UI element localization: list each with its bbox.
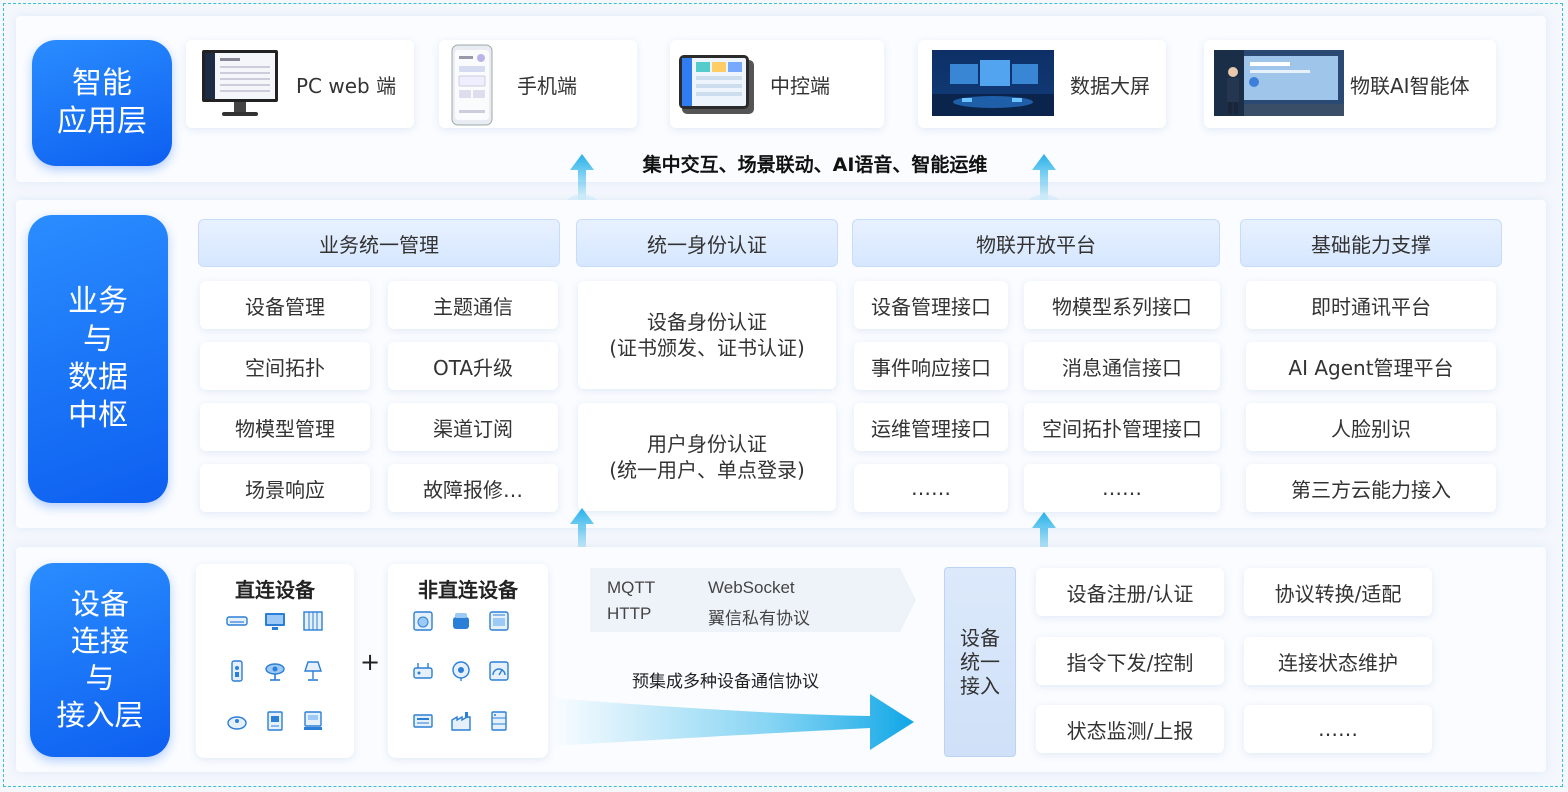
- iot-item: ……: [1024, 464, 1220, 512]
- base-item: 即时通讯平台: [1246, 281, 1496, 329]
- gauge-icon: [489, 661, 509, 681]
- robot-vacuum-icon: [227, 716, 247, 730]
- oven-icon: [489, 611, 509, 631]
- up-arrow-icon: [560, 154, 604, 206]
- app-label-ai-agent: 物联AI智能体: [1350, 73, 1470, 98]
- indirect-devices-panel: 非直连设备: [388, 564, 548, 758]
- server-icon: [491, 711, 507, 731]
- identity-item-user: 用户身份认证 (统一用户、单点登录): [578, 403, 836, 511]
- access-feature: 连接状态维护: [1244, 637, 1432, 685]
- application-caption: 集中交互、场景联动、AI语音、智能运维: [642, 154, 988, 176]
- curtain-icon: [303, 611, 323, 631]
- hvac-unit-icon: [413, 714, 433, 728]
- sensor-icon: [452, 661, 470, 681]
- business-item: 场景响应: [200, 464, 370, 512]
- protocol-websocket: WebSocket: [708, 578, 795, 597]
- iot-item: 设备管理接口: [854, 281, 1008, 329]
- business-item: 故障报修…: [388, 464, 558, 512]
- unified-access-label: 设备 统一 接入: [944, 567, 1016, 757]
- app-card-pc-web: PC web 端: [186, 40, 414, 128]
- up-arrow-icon: [1022, 154, 1066, 206]
- column-head-base: 基础能力支撑: [1240, 219, 1502, 267]
- iot-item: ……: [854, 464, 1008, 512]
- arrow-caption: 预集成多种设备通信协议: [632, 672, 819, 692]
- direct-devices-title: 直连设备: [235, 578, 315, 602]
- business-item: 设备管理: [200, 281, 370, 329]
- iot-item: 运维管理接口: [854, 403, 1008, 451]
- iot-item: 空间拓扑管理接口: [1024, 403, 1220, 451]
- business-item: 空间拓扑: [200, 342, 370, 390]
- column-head-identity: 统一身份认证: [576, 219, 838, 267]
- protocol-http: HTTP: [607, 604, 652, 623]
- app-label-phone: 手机端: [517, 73, 577, 98]
- access-feature: ……: [1244, 705, 1432, 753]
- column-head-business: 业务统一管理: [198, 219, 560, 267]
- router-icon: [413, 663, 433, 679]
- iot-item: 物模型系列接口: [1024, 281, 1220, 329]
- business-item: OTA升级: [388, 342, 558, 390]
- rice-cooker-icon: [453, 613, 469, 629]
- monitor-screenshot-icon: [202, 50, 278, 116]
- app-card-tablet: 中控端: [670, 40, 884, 128]
- access-feature: 设备注册/认证: [1036, 568, 1224, 616]
- iot-item: 事件响应接口: [854, 342, 1008, 390]
- business-item: 物模型管理: [200, 403, 370, 451]
- panel-icon: [267, 711, 283, 731]
- outer-dashed-frame: [3, 3, 1563, 787]
- base-item: AI Agent管理平台: [1246, 342, 1496, 390]
- business-item: 渠道订阅: [388, 403, 558, 451]
- display-icon: [265, 613, 285, 630]
- terminal-icon: [304, 711, 322, 730]
- identity-item-device: 设备身份认证 (证书颁发、证书认证): [578, 281, 836, 389]
- business-data-layer-title: 业务 与 数据 中枢: [28, 215, 168, 503]
- device-access-layer-title: 设备 连接 与 接入层: [30, 563, 170, 757]
- plus-sign: +: [360, 648, 381, 676]
- air-conditioner-icon: [226, 616, 248, 626]
- lamp-icon: [304, 661, 322, 681]
- app-label-pc-web: PC web 端: [296, 73, 397, 98]
- access-feature: 指令下发/控制: [1036, 637, 1224, 685]
- application-layer-title: 智能 应用层: [32, 40, 172, 166]
- camera-icon: [265, 663, 285, 681]
- access-feature: 协议转换/适配: [1244, 568, 1432, 616]
- factory-icon: [451, 712, 471, 731]
- phone-screenshot-icon: [451, 44, 493, 126]
- ai-agent-photo-icon: [1214, 50, 1344, 116]
- column-head-iot: 物联开放平台: [852, 219, 1220, 267]
- tablet-screenshot-icon: [679, 55, 754, 114]
- right-arrow-icon: [552, 694, 914, 750]
- washing-machine-icon: [413, 611, 433, 631]
- app-label-tablet: 中控端: [770, 73, 830, 98]
- app-card-phone: 手机端: [439, 40, 637, 128]
- big-screen-photo-icon: [932, 50, 1054, 116]
- business-item: 主题通信: [388, 281, 558, 329]
- indirect-devices-title: 非直连设备: [418, 578, 518, 602]
- app-label-data-screen: 数据大屏: [1070, 73, 1150, 98]
- base-item: 第三方云能力接入: [1246, 464, 1496, 512]
- protocol-banner: [590, 568, 916, 632]
- app-card-ai-agent: 物联AI智能体: [1204, 40, 1496, 128]
- access-feature: 状态监测/上报: [1036, 705, 1224, 753]
- door-lock-icon: [231, 660, 243, 682]
- direct-devices-panel: 直连设备: [196, 564, 354, 758]
- protocol-private: 翼信私有协议: [708, 609, 810, 628]
- protocol-mqtt: MQTT: [607, 578, 656, 597]
- iot-item: 消息通信接口: [1024, 342, 1220, 390]
- base-item: 人脸别识: [1246, 403, 1496, 451]
- app-card-data-screen: 数据大屏: [918, 40, 1166, 128]
